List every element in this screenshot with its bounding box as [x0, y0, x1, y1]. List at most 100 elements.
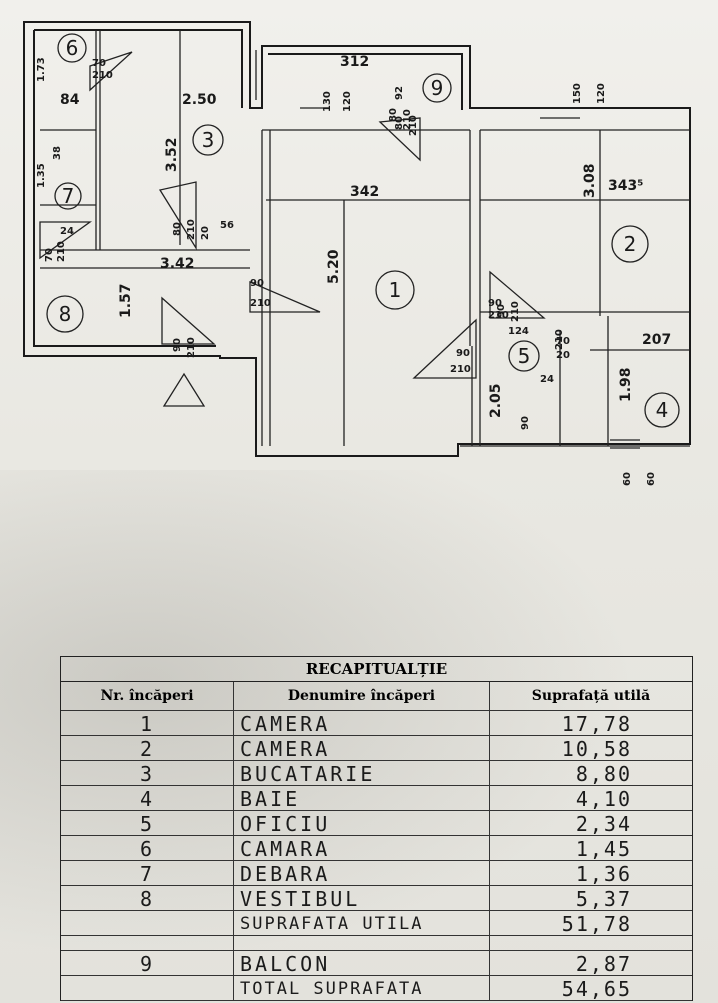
- svg-text:150: 150: [572, 83, 583, 104]
- row-area: 4,10: [575, 787, 632, 810]
- svg-text:90: 90: [488, 298, 502, 309]
- svg-text:90: 90: [172, 338, 183, 352]
- svg-text:312: 312: [340, 54, 369, 70]
- subtotal-nr: [61, 911, 234, 935]
- svg-text:60: 60: [622, 472, 633, 486]
- row-name: DEBARA: [234, 861, 490, 885]
- svg-text:70: 70: [92, 58, 106, 69]
- svg-text:1.57: 1.57: [118, 283, 134, 318]
- room-7-label: 7: [62, 184, 75, 208]
- row-name: CAMERA: [234, 711, 490, 735]
- svg-text:120: 120: [596, 83, 607, 104]
- svg-text:343⁵: 343⁵: [608, 178, 643, 194]
- room-4-label: 4: [656, 398, 669, 422]
- svg-text:2.50: 2.50: [182, 92, 217, 108]
- recap-table: RECAPITUALȚIE Nr. încăperi Denumire încă…: [60, 656, 693, 1001]
- balcon-name: BALCON: [234, 951, 490, 975]
- svg-text:2.05: 2.05: [488, 383, 504, 418]
- svg-text:3.42: 3.42: [160, 256, 195, 272]
- room-5-label: 5: [518, 344, 531, 368]
- row-nr: 7: [61, 861, 234, 885]
- svg-text:3.08: 3.08: [582, 163, 598, 198]
- svg-text:210: 210: [402, 109, 413, 130]
- balcon-row: 9 BALCON 2,87: [61, 951, 692, 976]
- header-area: Suprafață utilă: [531, 688, 651, 704]
- svg-text:56: 56: [220, 220, 234, 231]
- room-labels: 6 3 7 8 9 1 2 5 4: [46, 33, 680, 428]
- row-nr: 4: [61, 786, 234, 810]
- row-name: BAIE: [234, 786, 490, 810]
- header-name: Denumire încăperi: [234, 682, 490, 710]
- recap-title: RECAPITUALȚIE: [61, 657, 692, 682]
- row-nr: 6: [61, 836, 234, 860]
- svg-text:210: 210: [554, 329, 565, 350]
- table-row: 5 OFICIU 2,34: [61, 811, 692, 836]
- svg-text:90: 90: [520, 416, 531, 430]
- row-name: CAMARA: [234, 836, 490, 860]
- plan-dimensions: 312 130 120 92 80 210 150 120 3.08 343⁵ …: [36, 54, 671, 486]
- svg-text:60: 60: [646, 472, 657, 486]
- row-nr: 1: [61, 711, 234, 735]
- row-nr: 5: [61, 811, 234, 835]
- total-name: TOTAL SUPRAFATA: [234, 976, 490, 1000]
- svg-text:70: 70: [556, 336, 570, 347]
- row-area: 17,78: [561, 712, 632, 735]
- svg-text:90: 90: [496, 304, 507, 318]
- svg-text:24: 24: [60, 226, 74, 237]
- total-row: TOTAL SUPRAFATA 54,65: [61, 976, 692, 1001]
- table-row: 6 CAMARA 1,45: [61, 836, 692, 861]
- balcon-nr: 9: [61, 951, 234, 975]
- svg-text:80: 80: [172, 222, 183, 236]
- row-area: 1,36: [575, 862, 632, 885]
- svg-text:70: 70: [44, 248, 55, 262]
- recap-body: 1 CAMERA 17,78 2 CAMERA 10,58 3 BUCATARI…: [61, 711, 692, 1001]
- svg-text:207: 207: [642, 332, 671, 348]
- svg-text:120: 120: [342, 91, 353, 112]
- svg-text:38: 38: [52, 146, 63, 160]
- room-6-label: 6: [66, 36, 79, 60]
- header-nr: Nr. încăperi: [61, 682, 234, 710]
- subtotal-area: 51,78: [561, 912, 632, 935]
- row-name: BUCATARIE: [234, 761, 490, 785]
- svg-text:80: 80: [388, 108, 399, 122]
- svg-text:92: 92: [394, 86, 405, 100]
- row-nr: 3: [61, 761, 234, 785]
- entrance-triangle-icon: [162, 372, 206, 407]
- svg-text:210: 210: [186, 337, 197, 358]
- row-area: 1,45: [575, 837, 632, 860]
- room-3-label: 3: [202, 128, 215, 152]
- row-area: 8,80: [575, 762, 632, 785]
- svg-text:124: 124: [508, 326, 529, 337]
- total-area: 54,65: [561, 977, 632, 1000]
- total-nr: [61, 976, 234, 1000]
- svg-text:24: 24: [540, 374, 554, 385]
- svg-text:210: 210: [186, 219, 197, 240]
- plan-walls: [23, 21, 691, 457]
- svg-text:90: 90: [456, 348, 470, 359]
- table-row: 8 VESTIBUL 5,37: [61, 886, 692, 911]
- svg-text:5.20: 5.20: [326, 249, 342, 284]
- svg-text:210: 210: [510, 301, 521, 322]
- row-name: CAMERA: [234, 736, 490, 760]
- row-name: OFICIU: [234, 811, 490, 835]
- room-8-label: 8: [59, 302, 72, 326]
- svg-text:90: 90: [250, 278, 264, 289]
- room-9-label: 9: [431, 76, 444, 100]
- svg-text:210: 210: [92, 70, 113, 81]
- balcon-area: 2,87: [575, 952, 632, 975]
- row-area: 2,34: [575, 812, 632, 835]
- svg-text:210: 210: [250, 298, 271, 309]
- table-row: 7 DEBARA 1,36: [61, 861, 692, 886]
- svg-text:20: 20: [200, 226, 211, 240]
- room-1-label: 1: [389, 278, 402, 302]
- subtotal-row: SUPRAFATA UTILA 51,78: [61, 911, 692, 936]
- table-row: 2 CAMERA 10,58: [61, 736, 692, 761]
- svg-text:80: 80: [394, 116, 405, 130]
- svg-text:210: 210: [488, 310, 509, 321]
- svg-text:3.52: 3.52: [164, 137, 180, 172]
- row-nr: 2: [61, 736, 234, 760]
- svg-text:1.35: 1.35: [36, 163, 47, 188]
- row-area: 5,37: [575, 887, 632, 910]
- svg-text:342: 342: [350, 184, 379, 200]
- row-nr: 8: [61, 886, 234, 910]
